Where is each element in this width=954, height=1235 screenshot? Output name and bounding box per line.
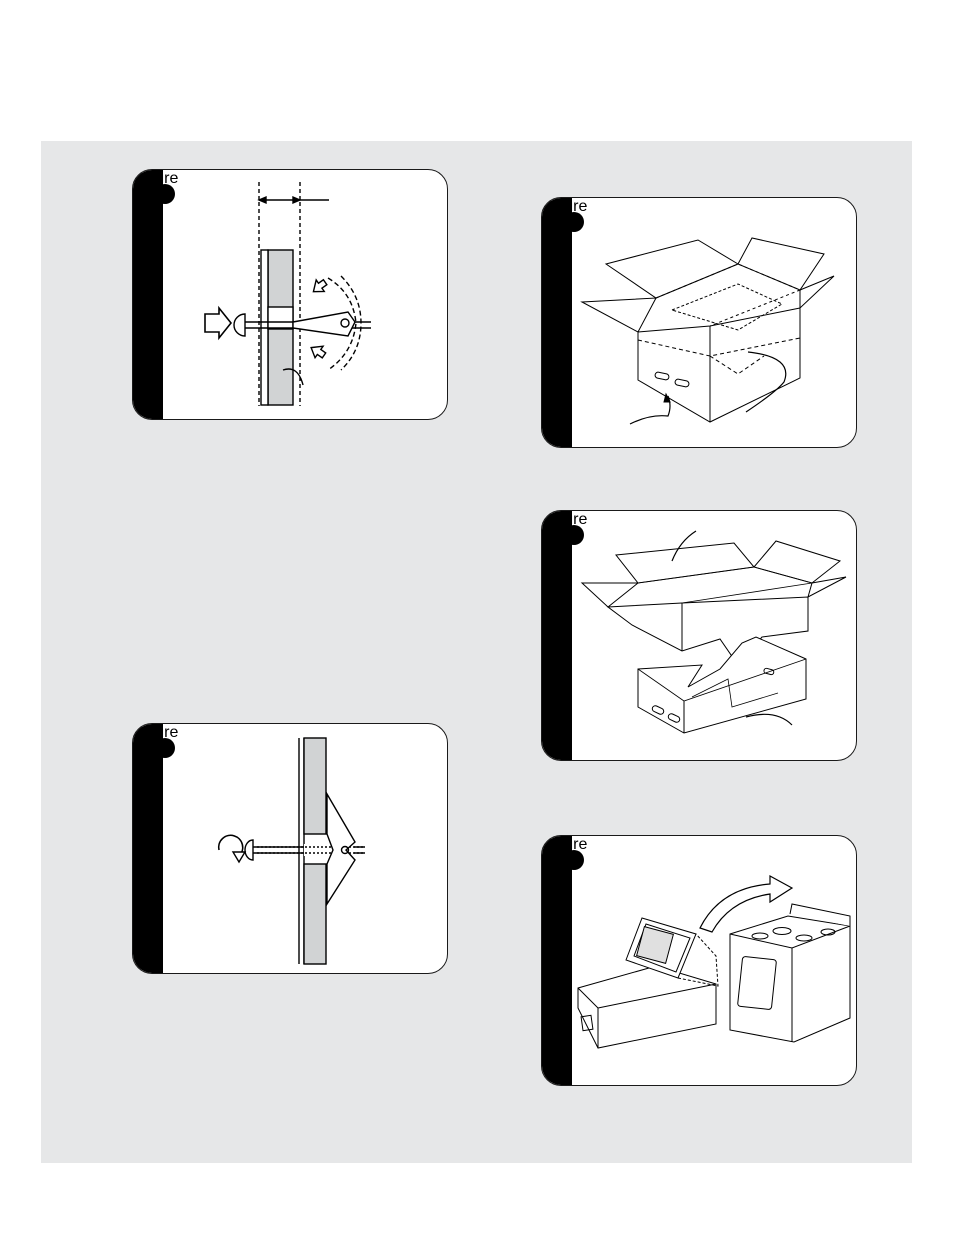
oven-into-cabinet-illustration — [577, 874, 851, 1049]
figure-tab — [133, 170, 163, 419]
carton-separate-illustration — [580, 530, 847, 734]
figure-toggle-bolt-insert: Figure — [132, 169, 448, 420]
figure-number-marker — [564, 212, 584, 232]
figure-number-marker — [564, 525, 584, 545]
figure-carton-separate: Figure — [541, 510, 857, 761]
figure-tab — [542, 511, 572, 760]
carton-open-illustration — [580, 237, 835, 425]
figure-tab — [542, 836, 572, 1085]
figure-number-marker — [564, 850, 584, 870]
figure-carton-open: Figure — [541, 197, 857, 448]
figure-number-marker — [155, 738, 175, 758]
toggle-bolt-insert-illustration — [204, 182, 371, 406]
figure-oven-into-cabinet: Figure — [541, 835, 857, 1086]
toggle-bolt-tighten-illustration — [217, 737, 365, 965]
figure-tab — [133, 724, 163, 973]
figure-number-marker — [155, 184, 175, 204]
figure-tab — [542, 198, 572, 447]
figure-toggle-bolt-tighten: Figure — [132, 723, 448, 974]
